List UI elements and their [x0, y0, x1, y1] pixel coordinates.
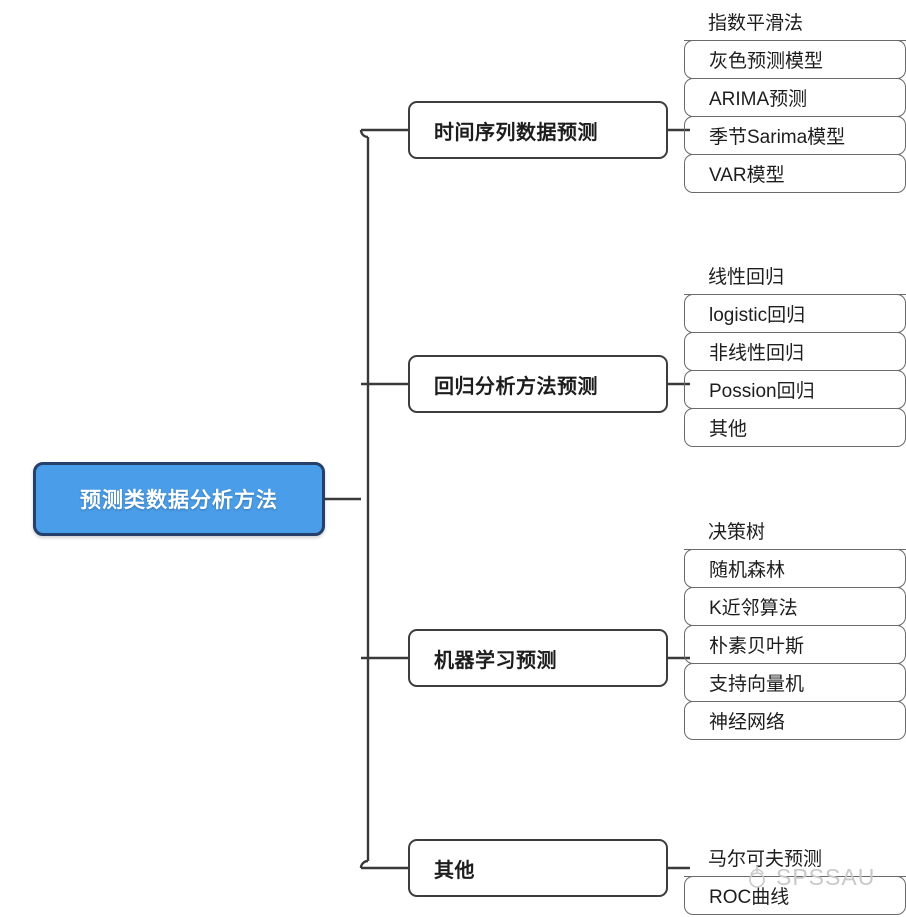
leaf-item[interactable]: K近邻算法	[684, 587, 906, 626]
leaf-item[interactable]: 非线性回归	[684, 332, 906, 371]
leaf-group-other: 马尔可夫预测 ROC曲线	[684, 838, 906, 915]
leaf-item[interactable]: 神经网络	[684, 701, 906, 740]
leaf-item[interactable]: logistic回归	[684, 294, 906, 333]
leaf-item-label: 季节Sarima模型	[709, 127, 846, 148]
root-node-label: 预测类数据分析方法	[80, 489, 278, 512]
leaf-item[interactable]: 其他	[684, 408, 906, 447]
leaf-item[interactable]: 灰色预测模型	[684, 40, 906, 79]
leaf-group-regression: 线性回归 logistic回归 非线性回归 Possion回归 其他	[684, 256, 906, 447]
branch-node-label: 时间序列数据预测	[434, 121, 598, 144]
connector-elbow-4	[359, 859, 369, 869]
leaf-item-label: ROC曲线	[709, 887, 790, 908]
branch-node-other[interactable]: 其他	[408, 839, 668, 897]
leaf-item-label: logistic回归	[709, 305, 806, 326]
leaf-item[interactable]: 朴素贝叶斯	[684, 625, 906, 664]
leaf-item-label: 灰色预测模型	[709, 51, 824, 72]
leaf-item[interactable]: 马尔可夫预测	[684, 838, 906, 877]
leaf-item[interactable]: 指数平滑法	[684, 2, 906, 41]
leaf-item-label: 指数平滑法	[708, 12, 804, 34]
leaf-item-label: 随机森林	[709, 560, 786, 581]
leaf-item-label: 线性回归	[708, 266, 785, 288]
leaf-group-time-series: 指数平滑法 灰色预测模型 ARIMA预测 季节Sarima模型 VAR模型	[684, 2, 906, 193]
branch-node-label: 回归分析方法预测	[434, 375, 598, 398]
leaf-item[interactable]: 决策树	[684, 511, 906, 550]
leaf-item-label: ARIMA预测	[709, 89, 808, 110]
leaf-item-label: 非线性回归	[709, 343, 805, 364]
leaf-item-label: 其他	[709, 419, 748, 440]
root-node[interactable]: 预测类数据分析方法	[33, 462, 325, 536]
branch-node-machine-learning[interactable]: 机器学习预测	[408, 629, 668, 687]
leaf-item[interactable]: 支持向量机	[684, 663, 906, 702]
branch-node-label: 其他	[434, 859, 475, 882]
branch-node-label: 机器学习预测	[434, 649, 557, 672]
leaf-item[interactable]: 随机森林	[684, 549, 906, 588]
leaf-item[interactable]: VAR模型	[684, 154, 906, 193]
leaf-item-label: 朴素贝叶斯	[709, 636, 805, 657]
leaf-group-machine-learning: 决策树 随机森林 K近邻算法 朴素贝叶斯 支持向量机 神经网络	[684, 511, 906, 740]
leaf-item[interactable]: 季节Sarima模型	[684, 116, 906, 155]
leaf-item[interactable]: Possion回归	[684, 370, 906, 409]
leaf-item-label: K近邻算法	[709, 598, 798, 619]
leaf-item[interactable]: ROC曲线	[684, 876, 906, 915]
leaf-item-label: 决策树	[708, 521, 766, 543]
branch-node-regression[interactable]: 回归分析方法预测	[408, 355, 668, 413]
leaf-item[interactable]: ARIMA预测	[684, 78, 906, 117]
leaf-item-label: 马尔可夫预测	[708, 848, 823, 870]
branch-node-time-series[interactable]: 时间序列数据预测	[408, 101, 668, 159]
leaf-item-label: 神经网络	[709, 712, 786, 733]
connector-elbow-1	[359, 129, 369, 139]
leaf-item-label: VAR模型	[709, 165, 785, 186]
leaf-item-label: 支持向量机	[709, 674, 805, 695]
leaf-item[interactable]: 线性回归	[684, 256, 906, 295]
leaf-item-label: Possion回归	[709, 381, 815, 402]
